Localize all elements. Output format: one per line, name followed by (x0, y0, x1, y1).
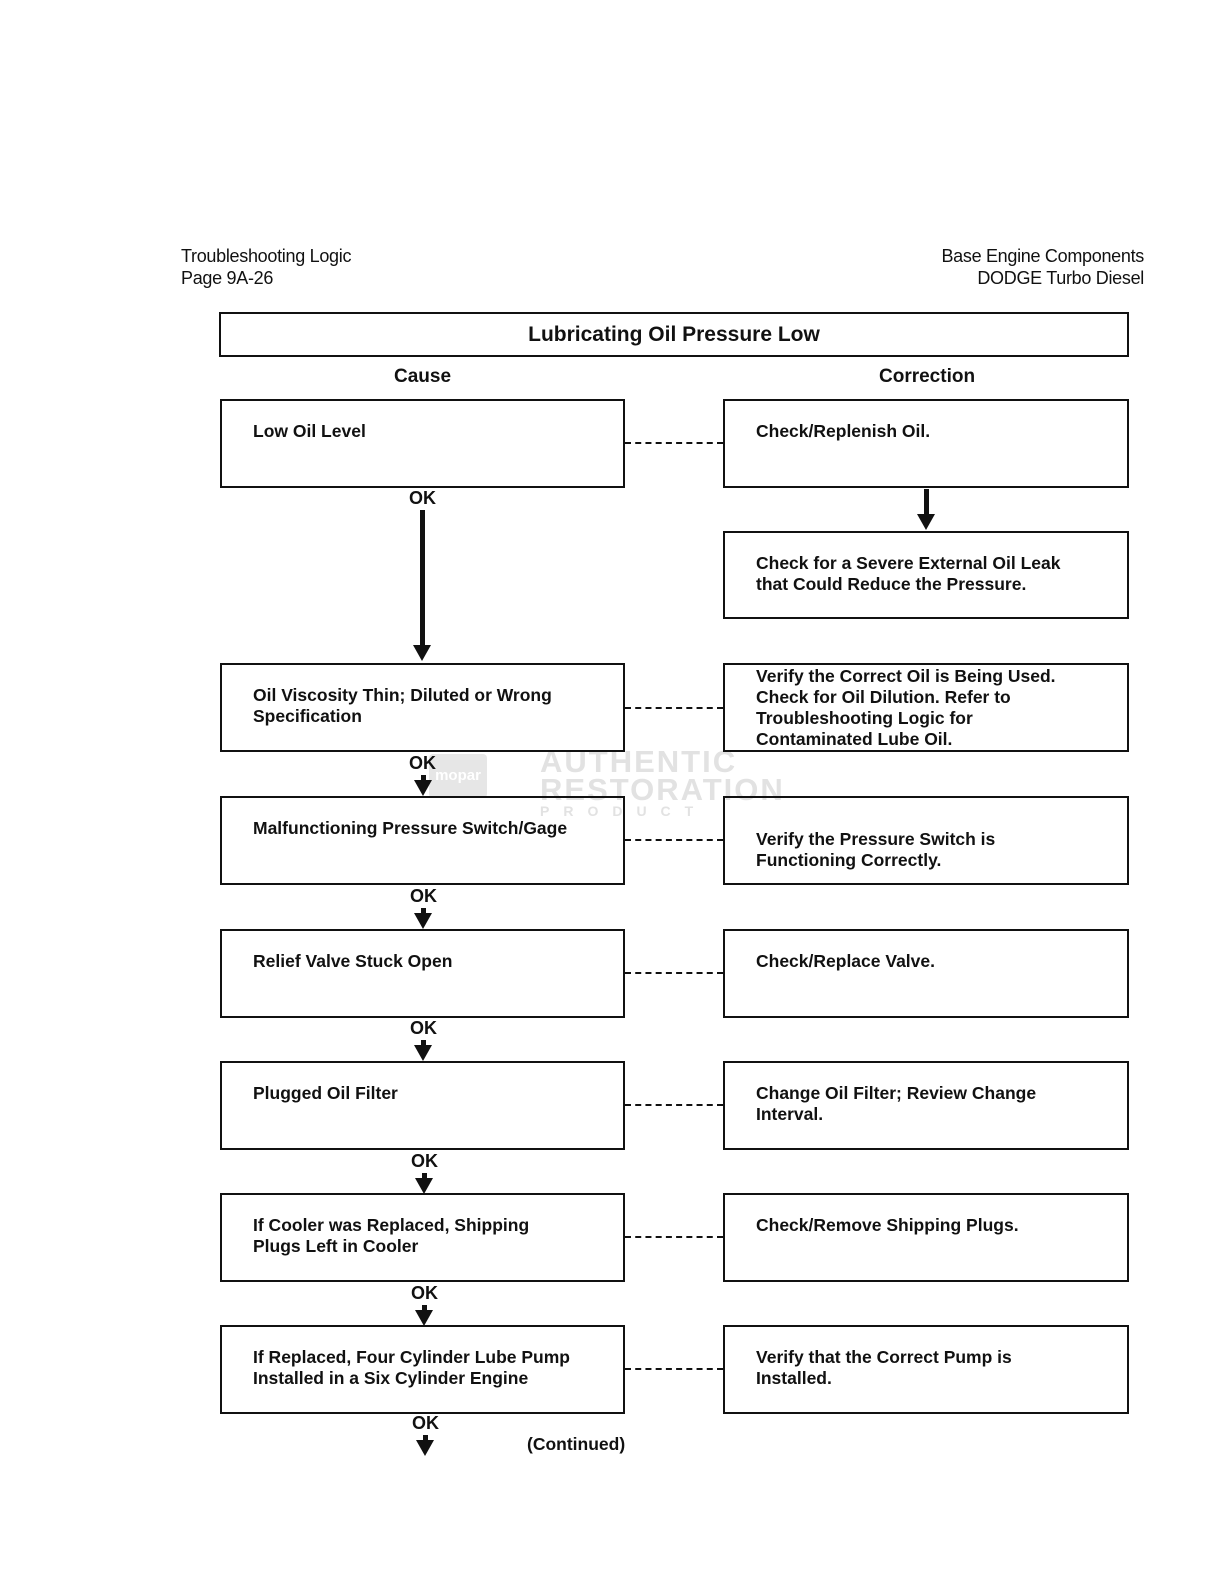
ok-label: OK (409, 753, 436, 773)
ok-label: OK (411, 1151, 438, 1171)
cause-text: Oil Viscosity Thin; Diluted or Wrong (253, 685, 552, 705)
flow-arrow-shaft (423, 1435, 428, 1441)
cause-column-header: Cause (394, 366, 452, 387)
cause-box-low-oil-level: Low Oil Level (220, 399, 625, 488)
cause-correction-connector (625, 839, 723, 841)
correction-text: Troubleshooting Logic for (756, 708, 973, 728)
cause-text: Malfunctioning Pressure Switch/Gage (253, 818, 568, 838)
correction-text: Check for Oil Dilution. Refer to (756, 687, 1011, 707)
flow-arrow-head (415, 1310, 433, 1326)
correction-text: that Could Reduce the Pressure. (756, 574, 1027, 594)
correction-text: Contaminated Lube Oil. (756, 729, 953, 749)
correction-box-verify-oil: Verify the Correct Oil is Being Used. Ch… (723, 663, 1129, 752)
correction-box-external-leak: Check for a Severe External Oil Leak tha… (723, 531, 1129, 619)
correction-text: Check/Replenish Oil. (756, 421, 931, 441)
flow-arrow-head (414, 780, 432, 796)
ok-label: OK (409, 488, 436, 508)
section-title: Troubleshooting Logic (181, 246, 352, 266)
ok-label: OK (410, 886, 437, 906)
header-left: Troubleshooting Logic Page 9A-26 (181, 245, 351, 289)
cause-text: If Replaced, Four Cylinder Lube Pump (253, 1347, 570, 1367)
header-right: Base Engine Components DODGE Turbo Diese… (941, 245, 1144, 289)
chapter-title: Base Engine Components (941, 246, 1144, 266)
cause-correction-connector (625, 1368, 723, 1370)
correction-text: Verify the Pressure Switch is (756, 829, 996, 849)
flow-arrow-head (414, 1045, 432, 1061)
flow-arrow-shaft (421, 908, 426, 914)
correction-box-remove-plugs: Check/Remove Shipping Plugs. (723, 1193, 1129, 1282)
cause-correction-connector (625, 1104, 723, 1106)
vehicle-model: DODGE Turbo Diesel (977, 268, 1144, 288)
flow-arrow-shaft (421, 1040, 426, 1046)
cause-text: Low Oil Level (253, 421, 366, 441)
correction-box-replace-valve: Check/Replace Valve. (723, 929, 1129, 1018)
followup-arrow-shaft (924, 489, 929, 515)
cause-text: Relief Valve Stuck Open (253, 951, 453, 971)
flow-arrow-shaft (421, 775, 426, 781)
cause-correction-connector (625, 1236, 723, 1238)
ok-label: OK (411, 1283, 438, 1303)
cause-correction-connector (625, 972, 723, 974)
cause-box-lube-pump: If Replaced, Four Cylinder Lube Pump Ins… (220, 1325, 625, 1414)
flow-arrow-head (416, 1440, 434, 1456)
cause-text: Plugs Left in Cooler (253, 1236, 419, 1256)
cause-text: Specification (253, 706, 362, 726)
correction-box-verify-pump: Verify that the Correct Pump is Installe… (723, 1325, 1129, 1414)
cause-text: Plugged Oil Filter (253, 1083, 398, 1103)
correction-text: Check/Replace Valve. (756, 951, 935, 971)
cause-correction-connector (625, 442, 723, 444)
flow-arrow-head (415, 1178, 433, 1194)
cause-box-relief-valve: Relief Valve Stuck Open (220, 929, 625, 1018)
cause-box-pressure-switch: Malfunctioning Pressure Switch/Gage (220, 796, 625, 885)
correction-text: Change Oil Filter; Review Change (756, 1083, 1037, 1103)
correction-text: Installed. (756, 1368, 832, 1388)
cause-text: If Cooler was Replaced, Shipping (253, 1215, 530, 1235)
ok-label: OK (412, 1413, 439, 1433)
cause-box-oil-filter: Plugged Oil Filter (220, 1061, 625, 1150)
followup-arrow-head (917, 514, 935, 530)
flow-arrow-shaft (422, 1305, 427, 1311)
continued-label: (Continued) (527, 1434, 626, 1454)
correction-box-verify-switch: Verify the Pressure Switch is Functionin… (723, 796, 1129, 885)
flow-arrow-head (413, 645, 431, 661)
page-number: Page 9A-26 (181, 268, 274, 288)
correction-text: Interval. (756, 1104, 824, 1124)
correction-text: Verify that the Correct Pump is (756, 1347, 1012, 1367)
correction-text: Verify the Correct Oil is Being Used. (756, 666, 1056, 686)
correction-box-change-filter: Change Oil Filter; Review Change Interva… (723, 1061, 1129, 1150)
cause-box-shipping-plugs: If Cooler was Replaced, Shipping Plugs L… (220, 1193, 625, 1282)
flow-arrow-shaft (422, 1173, 427, 1179)
cause-box-oil-viscosity: Oil Viscosity Thin; Diluted or Wrong Spe… (220, 663, 625, 752)
correction-text: Functioning Correctly. (756, 850, 942, 870)
correction-column-header: Correction (879, 366, 976, 387)
flow-arrow-shaft (420, 510, 425, 646)
cause-correction-connector (625, 707, 723, 709)
ok-label: OK (410, 1018, 437, 1038)
diagram-title: Lubricating Oil Pressure Low (219, 312, 1129, 357)
correction-box-replenish-oil: Check/Replenish Oil. (723, 399, 1129, 488)
correction-text: Check for a Severe External Oil Leak (756, 553, 1061, 573)
cause-text: Installed in a Six Cylinder Engine (253, 1368, 529, 1388)
watermark-line1: AUTHENTIC (540, 744, 738, 779)
mopar-logo: mopar (429, 754, 487, 798)
correction-text: Check/Remove Shipping Plugs. (756, 1215, 1019, 1235)
flow-arrow-head (414, 913, 432, 929)
